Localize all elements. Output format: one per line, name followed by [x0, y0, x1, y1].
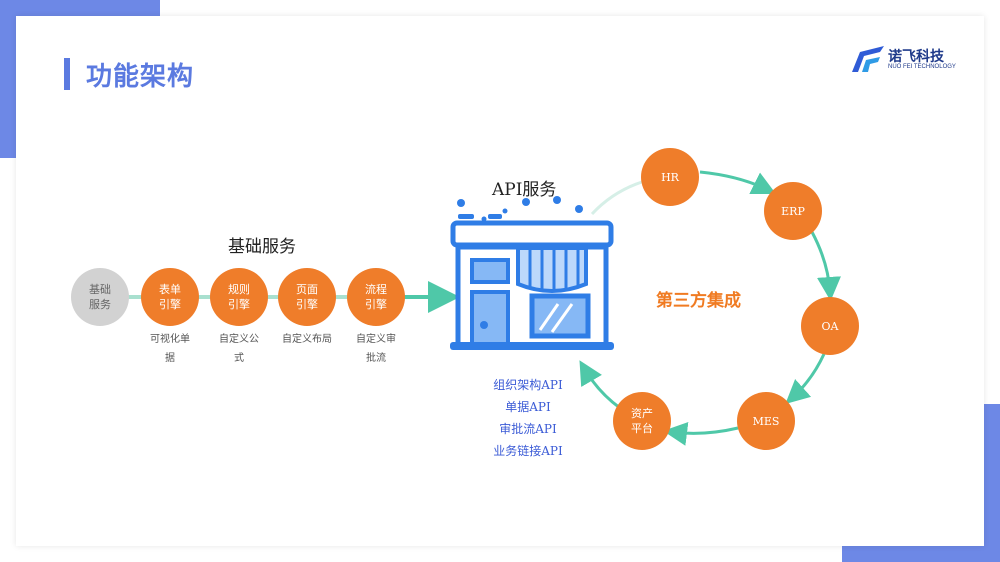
- node-label: 基础: [89, 283, 111, 296]
- arc-mes-to-asset: [663, 421, 739, 446]
- caption-line: 可视化单: [150, 334, 190, 345]
- node-label: 引擎: [365, 298, 387, 311]
- caption-line: 自定义布局: [282, 334, 332, 345]
- node-label: 流程: [365, 283, 387, 296]
- third-party-node-erp: ERP: [764, 182, 822, 240]
- engine-caption-page: 自定义布局: [272, 330, 342, 349]
- corner-decoration-bottom-horizontal: [842, 546, 1000, 562]
- third-party-node-asset-platform: 资产 平台: [613, 392, 671, 450]
- api-item: 单据API: [505, 400, 551, 414]
- api-store-icon: [450, 196, 614, 350]
- node-label: ERP: [781, 204, 805, 218]
- arc-oa-to-mes: [785, 353, 826, 405]
- node-label: 服务: [89, 298, 111, 311]
- api-list: 组织架构API 单据API 审批流API 业务链接API: [478, 374, 578, 462]
- logo-subtitle: NUO FEI TECHNOLOGY: [888, 64, 956, 70]
- third-party-node-mes: MES: [737, 392, 795, 450]
- caption-line: 自定义审: [356, 334, 396, 345]
- page-title: 功能架构: [86, 62, 195, 92]
- node-label: MES: [752, 414, 780, 428]
- arc-asset-to-api: [579, 360, 621, 410]
- basic-services-title: 基础服务: [228, 237, 296, 257]
- basic-services-node: 基础 服务: [71, 268, 129, 326]
- api-item: 组织架构API: [493, 378, 563, 392]
- caption-line: 据: [165, 353, 175, 364]
- caption-line: 批流: [366, 353, 386, 364]
- third-party-node-hr: HR: [641, 148, 699, 206]
- corner-decoration-top-vertical: [0, 0, 16, 158]
- arc-erp-to-oa: [810, 231, 841, 301]
- caption-line: 式: [234, 353, 244, 364]
- engine-caption-process: 自定义审 批流: [346, 330, 406, 368]
- third-party-node-oa: OA: [801, 297, 859, 355]
- arc-api-to-hr: [590, 180, 643, 216]
- caption-line: 自定义公: [219, 334, 259, 345]
- node-label: 表单: [159, 283, 181, 296]
- node-label: 页面: [296, 283, 318, 296]
- api-item: 业务链接API: [493, 444, 563, 458]
- node-label: 引擎: [159, 298, 181, 311]
- third-party-title: 第三方集成: [656, 291, 741, 311]
- arc-hr-to-erp: [699, 170, 777, 195]
- company-logo: 诺飞科技 NUO FEI TECHNOLOGY: [850, 42, 960, 78]
- api-item: 审批流API: [499, 422, 557, 436]
- engine-caption-form: 可视化单 据: [140, 330, 200, 368]
- engine-node-page: 页面 引擎: [278, 268, 336, 326]
- title-accent-bar: [64, 58, 70, 90]
- engine-node-rule: 规则 引擎: [210, 268, 268, 326]
- engine-node-form: 表单 引擎: [141, 268, 199, 326]
- api-service-title: API服务: [492, 180, 557, 200]
- node-label: HR: [661, 170, 679, 184]
- node-label: 引擎: [228, 298, 250, 311]
- node-label: 资产: [631, 407, 653, 420]
- logo-mark-icon: [852, 46, 884, 72]
- node-label: 平台: [631, 422, 653, 435]
- node-label: 引擎: [296, 298, 318, 311]
- engine-caption-rule: 自定义公 式: [209, 330, 269, 368]
- logo-name: 诺飞科技: [888, 49, 944, 65]
- corner-decoration-top-horizontal: [0, 0, 160, 16]
- node-label: 规则: [228, 283, 250, 296]
- node-label: OA: [821, 319, 839, 333]
- engine-node-process: 流程 引擎: [347, 268, 405, 326]
- corner-decoration-bottom-vertical: [984, 404, 1000, 562]
